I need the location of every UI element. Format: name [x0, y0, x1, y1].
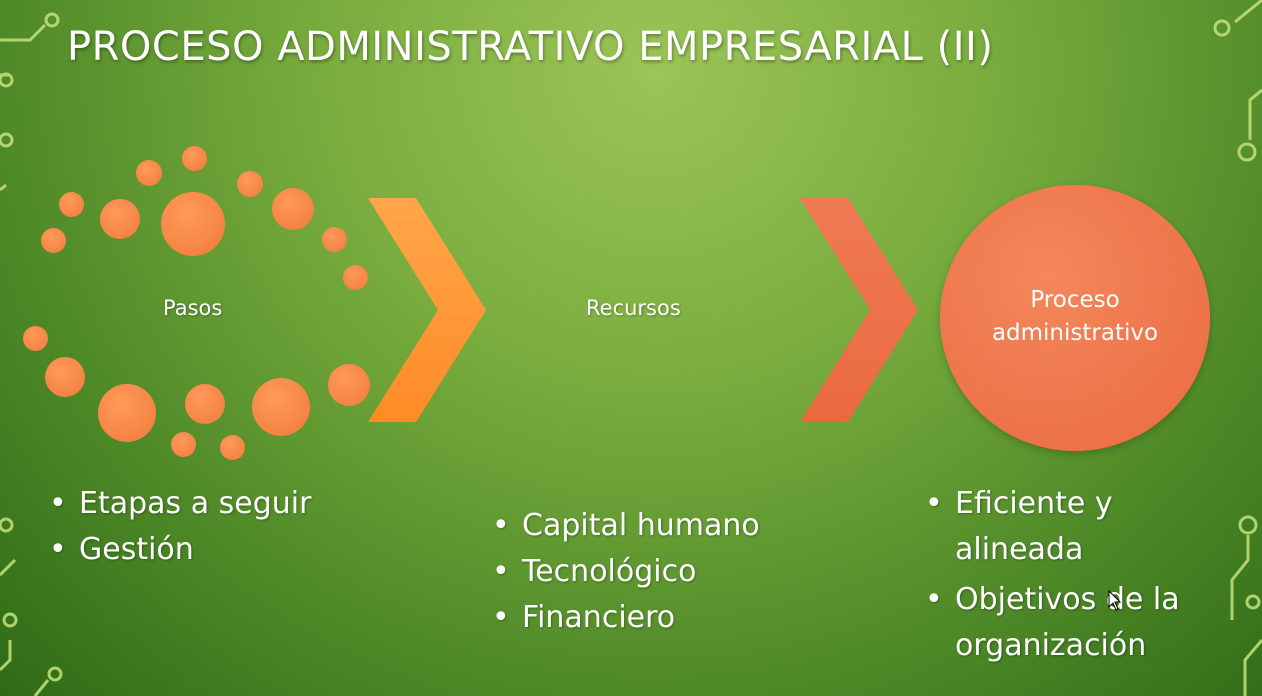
- chevron-right-icon: [800, 198, 918, 422]
- proceso-label-line2: administrativo: [991, 320, 1159, 346]
- dot: [23, 326, 48, 351]
- list-item: Objetivos de la organización: [923, 577, 1233, 669]
- proceso-circle: [940, 185, 1210, 451]
- dot: [322, 227, 347, 252]
- chevron-right-icon: [368, 198, 486, 422]
- dot: [59, 192, 84, 217]
- list-item: Etapas a seguir: [47, 481, 311, 527]
- dot: [100, 199, 140, 239]
- recursos-bullet-list: Capital humano Tecnológico Financiero: [490, 503, 760, 641]
- list-item: Financiero: [490, 595, 760, 641]
- dot: [182, 146, 207, 171]
- proceso-bullet-list: Eficiente y alineada Objetivos de la org…: [923, 481, 1233, 673]
- dot: [136, 160, 162, 186]
- dot: [41, 228, 66, 253]
- mouse-pointer-icon: [1108, 590, 1122, 611]
- dot: [171, 432, 196, 457]
- dot: [272, 188, 314, 230]
- dot: [98, 384, 156, 442]
- list-item: Capital humano: [490, 503, 760, 549]
- dot: [220, 435, 245, 460]
- pasos-bullet-list: Etapas a seguir Gestión: [47, 481, 311, 573]
- dot: [252, 378, 310, 436]
- dot: [237, 171, 263, 197]
- dot: [328, 364, 370, 406]
- dot: [185, 384, 225, 424]
- proceso-circle-label: Proceso administrativo: [940, 284, 1210, 350]
- proceso-label-line1: Proceso: [1030, 287, 1120, 313]
- dot: [45, 357, 85, 397]
- dot: [161, 192, 225, 256]
- dot: [343, 265, 368, 290]
- node-recursos-label: Recursos: [586, 296, 681, 320]
- slide-title: PROCESO ADMINISTRATIVO EMPRESARIAL (II): [67, 24, 994, 70]
- list-item: Eficiente y alineada: [923, 481, 1233, 573]
- list-item: Gestión: [47, 527, 311, 573]
- list-item: Tecnológico: [490, 549, 760, 595]
- node-pasos-label: Pasos: [163, 296, 223, 320]
